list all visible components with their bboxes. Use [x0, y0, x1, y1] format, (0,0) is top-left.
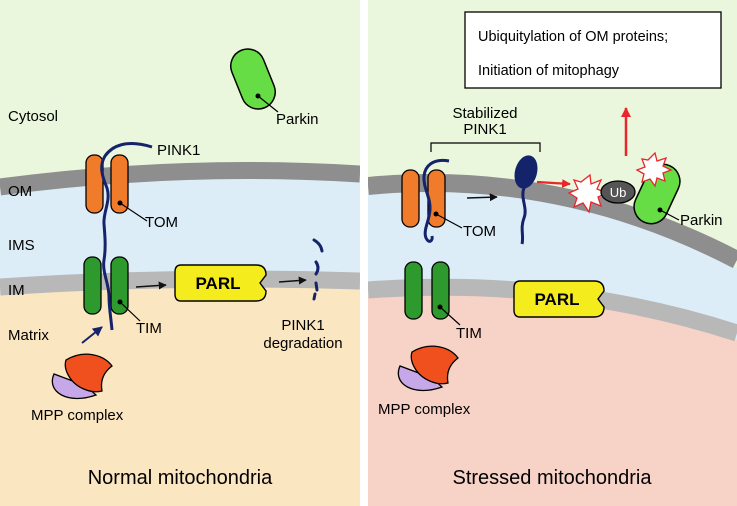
degradation-arrow	[278, 276, 307, 285]
parl-label-right: PARL	[534, 290, 579, 309]
cytosol-label: Cytosol	[8, 108, 58, 125]
phospho-burst-ub	[567, 173, 609, 214]
parl-protease-right	[513, 280, 605, 318]
tom-label-left: TOM	[145, 214, 178, 231]
release-arrow	[466, 193, 498, 202]
ub-label: Ub	[610, 185, 627, 200]
stabilized-label-line1: Stabilized	[452, 105, 517, 122]
im-label: IM	[8, 282, 25, 299]
parkin-protein-left	[230, 48, 276, 110]
caption-normal: Normal mitochondria	[88, 467, 273, 489]
stabilized-label-line2: PINK1	[463, 121, 506, 138]
tom-label-right: TOM	[463, 223, 496, 240]
mpp-label-right: MPP complex	[378, 401, 471, 418]
tim-complex-right-b	[431, 261, 450, 320]
om-label: OM	[8, 183, 32, 200]
matrix-label: Matrix	[8, 327, 49, 344]
ims-label: IMS	[8, 237, 35, 254]
tom-complex-left-b	[110, 154, 129, 214]
pink1-label-left: PINK1	[157, 142, 200, 159]
result-box-line1: Ubiquitylation of OM proteins;	[478, 29, 668, 45]
tom-complex-left-a	[85, 154, 104, 214]
tim-label-left: TIM	[136, 320, 162, 337]
pink1-strand-left	[100, 142, 153, 331]
stabilized-pink1-tail	[520, 187, 527, 245]
matrix-region	[0, 286, 360, 506]
ubiquitin	[600, 180, 636, 204]
parkin-label-left: Parkin	[276, 111, 319, 128]
mpp-red-right	[410, 345, 459, 385]
parl-label-left: PARL	[195, 274, 240, 293]
left-panel	[0, 0, 360, 506]
stabilized-pink1-head	[514, 155, 538, 189]
import-arrow	[81, 326, 103, 344]
pink1-strand-right-tom	[422, 158, 450, 243]
result-box	[464, 11, 722, 89]
mpp-lilac-right	[397, 365, 444, 392]
pink1-fragments	[312, 238, 324, 301]
phosphorylation-arrow	[536, 179, 571, 188]
tom-complex-right-a	[401, 169, 420, 228]
caption-stressed: Stressed mitochondria	[453, 467, 653, 489]
mpp-red-left	[64, 353, 113, 393]
degradation-label-line2: degradation	[263, 335, 342, 352]
tom-complex-right-b	[427, 169, 446, 228]
phospho-burst-parkin	[635, 151, 673, 188]
outer-membrane	[0, 162, 360, 196]
mpp-label-left: MPP complex	[31, 407, 124, 424]
cleavage-arrow	[135, 281, 167, 290]
parl-protease-left	[174, 264, 267, 302]
tim-label-right: TIM	[456, 325, 482, 342]
degradation-label-line1: PINK1	[281, 317, 324, 334]
tim-complex-left-b	[110, 256, 129, 315]
matrix-region-right	[368, 293, 737, 506]
tim-complex-right-a	[404, 261, 423, 320]
mpp-lilac-left	[51, 373, 98, 400]
tim-complex-left-a	[83, 256, 102, 315]
result-box-line2: Initiation of mitophagy	[478, 63, 620, 79]
stabilized-bracket	[430, 142, 541, 152]
parkin-label-right: Parkin	[680, 212, 723, 229]
